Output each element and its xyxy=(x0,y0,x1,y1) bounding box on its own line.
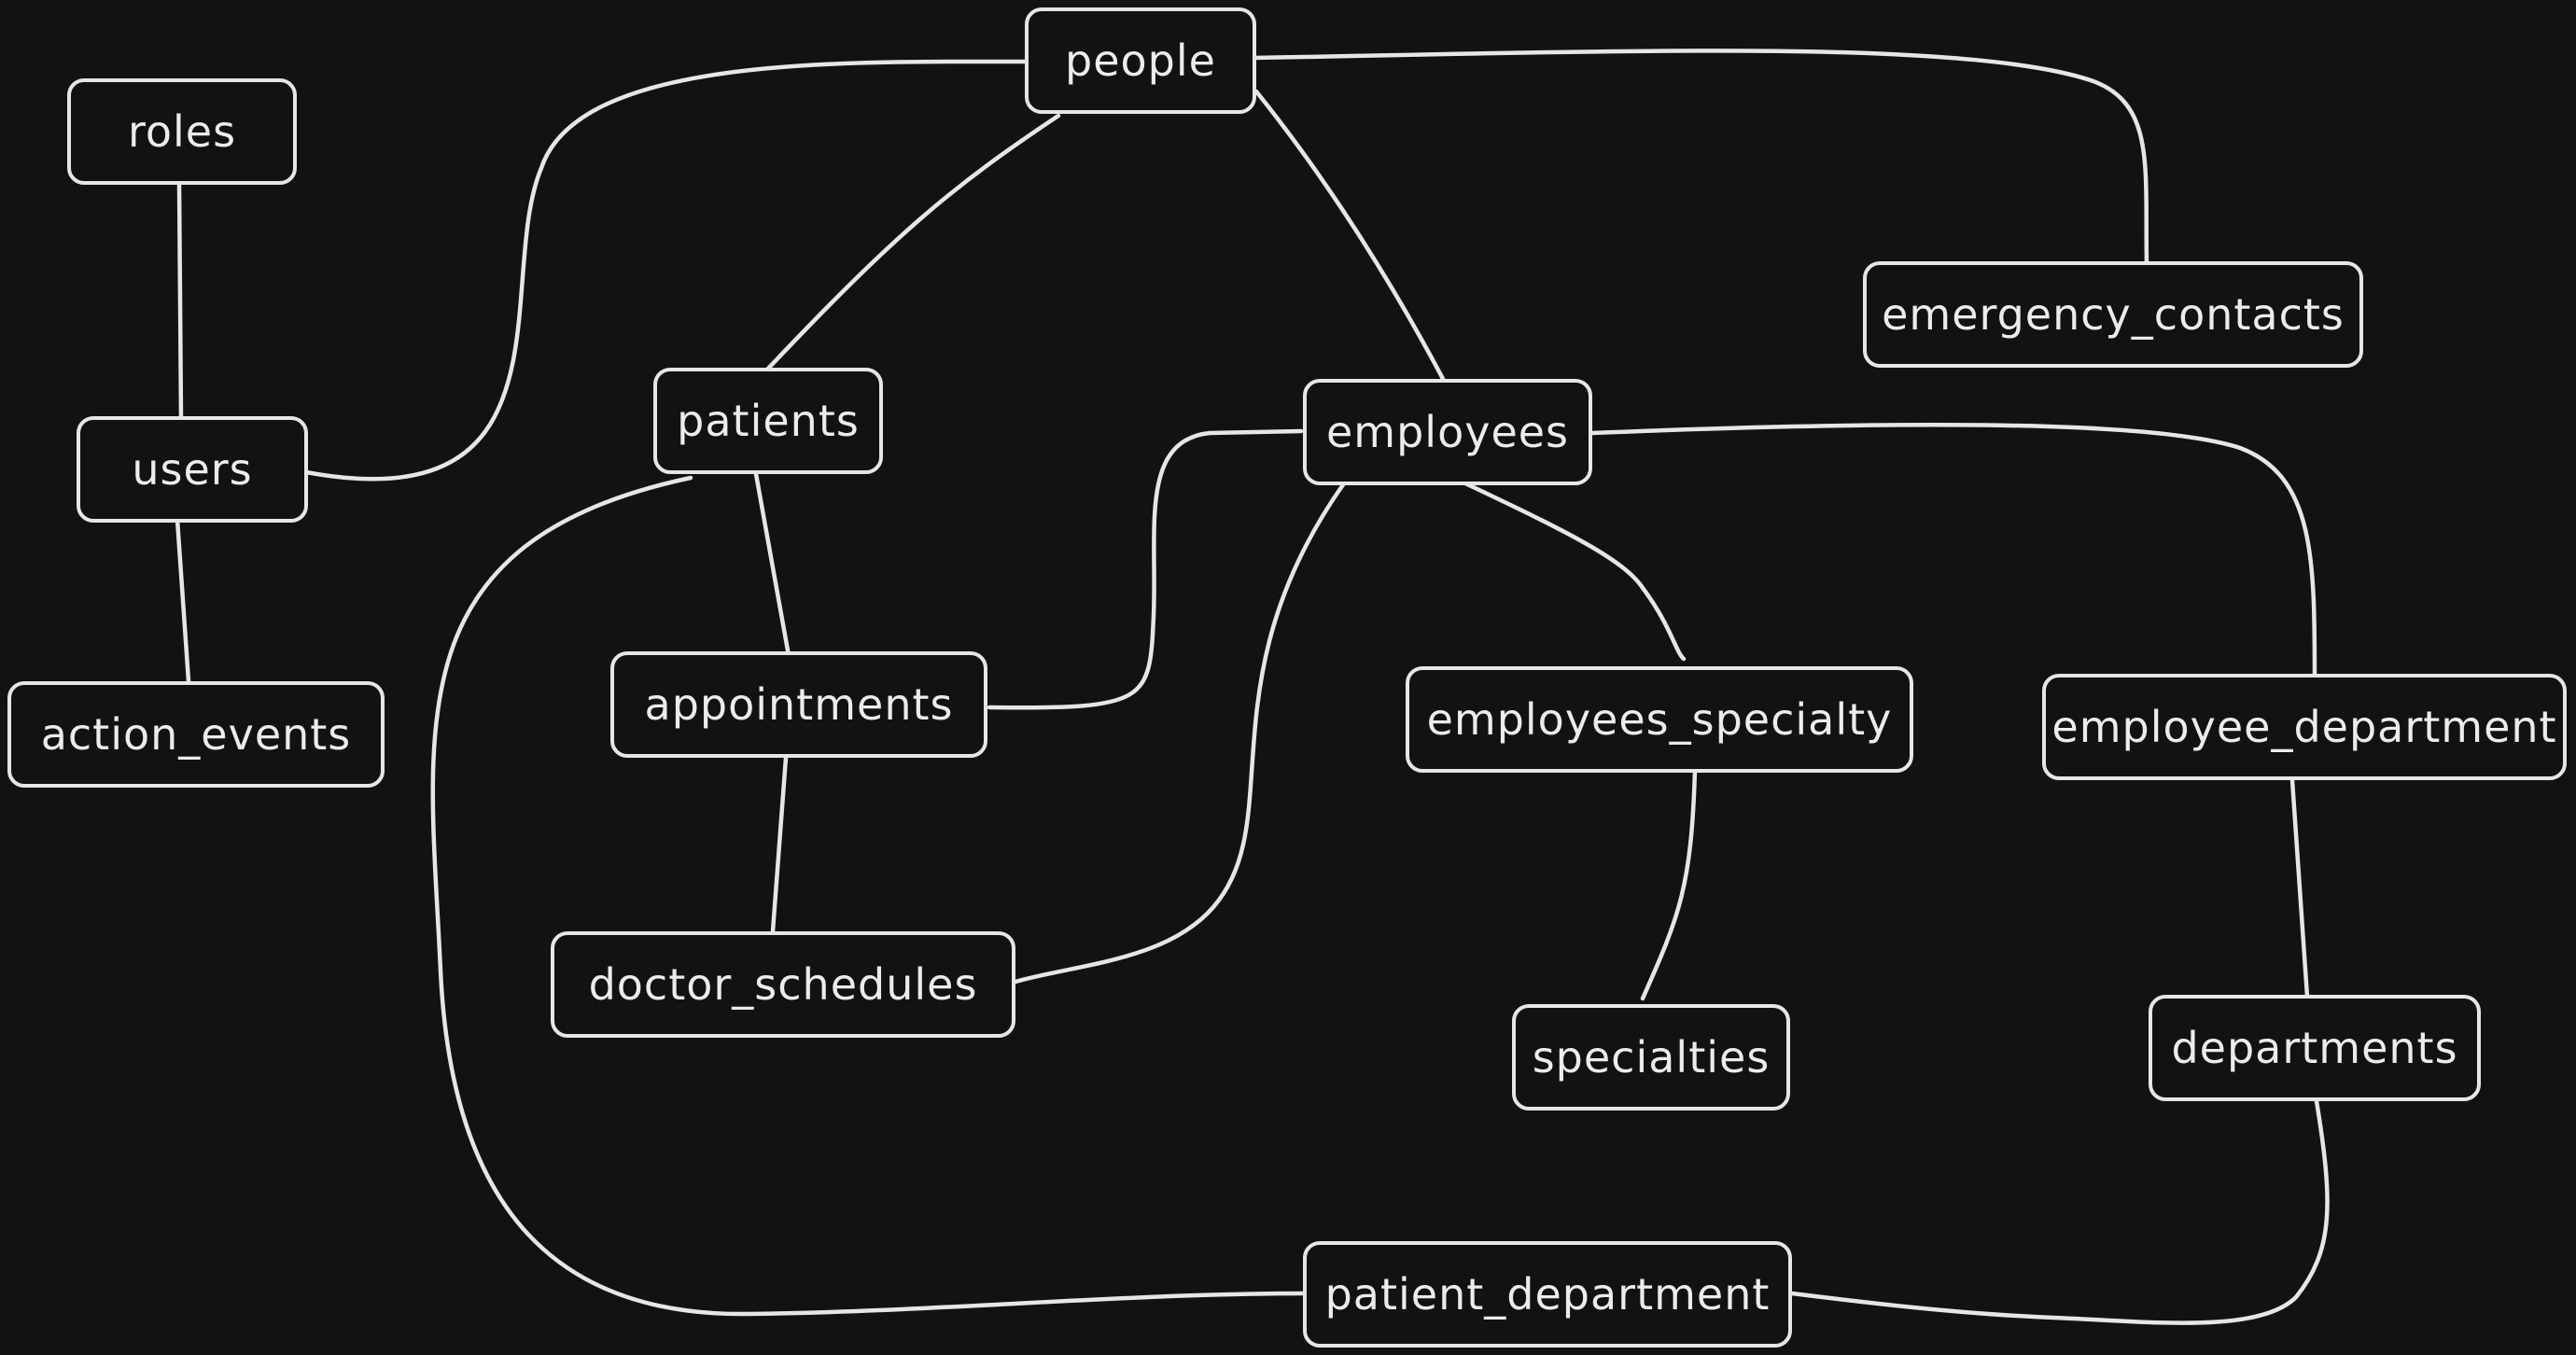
node-specialties[interactable]: specialties xyxy=(1512,1004,1790,1111)
edge-people-emergency_contacts xyxy=(1252,49,2149,268)
edge-employee_department-departments xyxy=(2289,777,2310,999)
edge-employees-doctor_schedules xyxy=(1013,481,1347,985)
edge-employees-employees_specialty xyxy=(1463,481,1687,662)
edge-users-people xyxy=(303,59,1029,482)
edge-employees_specialty-specialties xyxy=(1640,768,1698,1001)
node-employee_department[interactable]: employee_department xyxy=(2042,674,2567,780)
node-emergency_contacts[interactable]: emergency_contacts xyxy=(1863,261,2363,368)
node-employees_specialty[interactable]: employees_specialty xyxy=(1406,666,1913,773)
node-action_events[interactable]: action_events xyxy=(7,681,385,788)
edge-patients-patient_department xyxy=(430,475,1309,1317)
node-doctor_schedules[interactable]: doctor_schedules xyxy=(551,931,1015,1038)
edge-appointments-employees xyxy=(987,428,1304,710)
node-employees[interactable]: employees xyxy=(1303,379,1592,485)
edge-patients-appointments xyxy=(753,471,792,664)
node-patients[interactable]: patients xyxy=(653,368,883,474)
edge-departments-patient_department xyxy=(1789,1098,2330,1325)
node-roles[interactable]: roles xyxy=(67,78,297,185)
edge-appointments-doctor_schedules xyxy=(770,755,789,934)
node-patient_department[interactable]: patient_department xyxy=(1303,1241,1792,1348)
node-appointments[interactable]: appointments xyxy=(610,651,987,758)
node-users[interactable]: users xyxy=(77,416,308,523)
edge-people-patients xyxy=(764,113,1061,372)
node-departments[interactable]: departments xyxy=(2149,995,2481,1101)
edge-employees-employee_department xyxy=(1589,422,2317,684)
edge-roles-users xyxy=(176,180,184,423)
node-people[interactable]: people xyxy=(1025,7,1256,114)
edge-people-employees xyxy=(1253,89,1446,382)
edge-users-action_events xyxy=(175,517,191,684)
